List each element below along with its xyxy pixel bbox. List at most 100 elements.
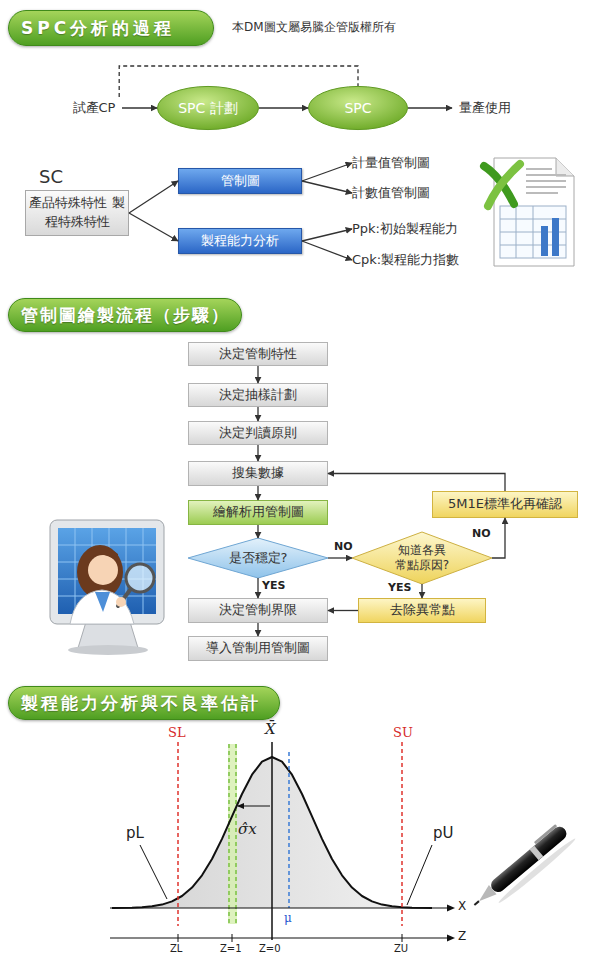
decision-diamond: 知道各異常點原因?: [352, 532, 492, 584]
action-box: 5M1E標準化再確認: [432, 491, 578, 518]
node-label: 量產使用: [459, 100, 511, 117]
z-tick-label: Z=1: [220, 944, 242, 954]
leader-line: [407, 845, 432, 905]
connector-arrow: [408, 107, 452, 108]
diamond-shape: [188, 538, 328, 578]
connector-arrow: [257, 445, 258, 461]
copyright-note: 本DM圖文屬易騰企管版權所有: [232, 21, 396, 33]
monitor-stand: [78, 622, 138, 648]
process-box: 導入管制用管制圖: [188, 636, 328, 661]
characteristic-box: SC產品特殊特性 製程特殊特性: [25, 190, 129, 236]
node-label: 決定管制特性: [219, 346, 297, 363]
monitor-frame: [50, 520, 164, 624]
sigma-line: [235, 744, 237, 924]
node-label: 計數值管制圖: [352, 185, 430, 202]
process-ellipse: SPC: [308, 86, 408, 130]
distribution-chart: [110, 742, 455, 942]
connector-arrow: [328, 474, 505, 492]
process-box: 繪解析用管制圖: [188, 500, 328, 525]
process-ellipse: SPC 計劃: [157, 86, 259, 130]
connector-arrow: [302, 181, 352, 193]
edge-label: NO: [334, 541, 353, 552]
node-label: 製程能力分析: [201, 233, 279, 250]
node-label: 產品特殊特性 製程特殊特性: [26, 194, 128, 232]
monitor-base: [68, 645, 148, 655]
connector-arrow: [328, 557, 352, 558]
sigma-line: [228, 744, 230, 924]
fringe: [88, 547, 118, 562]
node-label: Ppk:初始製程能力: [352, 221, 458, 238]
pen-ring: [530, 846, 544, 861]
icon-table: [500, 206, 566, 258]
z-tick-label: ZU: [394, 944, 408, 954]
node-label: SPC: [344, 99, 371, 117]
node-label: 去除異常點: [390, 602, 455, 619]
z-ticks: [178, 934, 402, 942]
axis-arrow: [447, 905, 455, 912]
dashed-connector: [119, 66, 358, 97]
axis-arrow: [447, 935, 455, 942]
node-label: SPC 計劃: [178, 99, 238, 117]
mean-line: [271, 742, 273, 940]
branch-text: 計量值管制圖: [352, 154, 452, 172]
connector-arrow: [259, 107, 308, 108]
branch-text: Cpk:製程能力指數: [352, 251, 482, 269]
node-label: 是否穩定?: [229, 550, 288, 567]
icon-text-line: [526, 186, 566, 188]
connector-arrow: [129, 213, 178, 241]
lab-coat: [70, 590, 134, 624]
node-label: 決定管制界限: [219, 602, 297, 619]
x-axis: [110, 907, 452, 908]
node-label: Cpk:製程能力指數: [352, 252, 459, 269]
process-box: 決定管制特性: [188, 342, 328, 366]
connector-arrow: [492, 518, 505, 558]
node-label: 管制圖繪製流程（步驟）: [21, 304, 230, 326]
node-label: 決定判讀原則: [219, 425, 297, 442]
icon-text-line: [526, 168, 552, 170]
decision-diamond: 是否穩定?: [188, 538, 328, 578]
action-box: 去除異常點: [358, 598, 486, 623]
mean-label: X̄: [265, 722, 276, 737]
node-label: 繪解析用管制圖: [213, 504, 304, 521]
diamond-shape: [352, 532, 492, 584]
heading-text: SC: [39, 164, 63, 190]
branch-text: Ppk:初始製程能力: [352, 220, 482, 238]
mu-label: μ: [284, 912, 292, 924]
axis-label: X: [458, 900, 466, 912]
process-box: 決定抽樣計劃: [188, 383, 328, 407]
icon-bar: [541, 226, 548, 256]
connector-arrow: [257, 525, 258, 538]
icon-text-line: [526, 174, 566, 176]
branch-text: 計數值管制圖: [352, 184, 452, 202]
sigma-label: σ̂x: [238, 822, 257, 837]
axis-label: Z: [458, 930, 466, 942]
tail-label: pU: [433, 826, 454, 841]
icon-bar: [552, 218, 559, 256]
z-tick-label: Z=0: [259, 944, 281, 954]
icon-text-line: [526, 192, 558, 194]
sigma-band: [228, 744, 237, 924]
lower-spec-line: [177, 742, 179, 926]
hand: [116, 597, 126, 607]
node-label: 導入管制用管制圖: [206, 640, 310, 657]
connector-arrow: [129, 181, 178, 213]
pen-nib: [474, 901, 479, 905]
connector-arrow: [302, 163, 352, 181]
connector-arrow: [122, 107, 157, 108]
connector-arrow: [257, 578, 258, 598]
z-tick-label: ZL: [170, 944, 182, 954]
pen-tip: [475, 885, 497, 906]
node-label: 試產CP: [73, 100, 116, 117]
leader-line: [140, 845, 167, 899]
node-label: 計量值管制圖: [352, 155, 430, 172]
connector-arrow: [257, 486, 258, 500]
process-box: 搜集數據: [188, 461, 328, 486]
magnifier-lens: [126, 564, 154, 592]
process-box: 決定判讀原則: [188, 421, 328, 445]
sigma-arrowhead: [237, 803, 244, 809]
